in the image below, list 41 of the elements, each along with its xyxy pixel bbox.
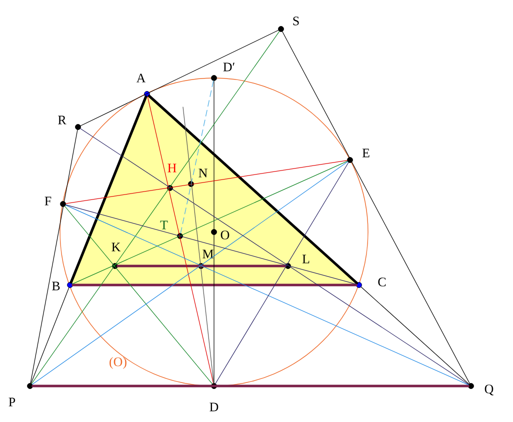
line <box>31 31 280 384</box>
line <box>180 80 214 234</box>
point-label: K <box>112 242 121 252</box>
line <box>80 128 469 385</box>
line <box>32 384 470 388</box>
line <box>72 160 348 284</box>
line <box>70 95 148 284</box>
point-label: P <box>8 398 16 406</box>
line <box>66 160 348 204</box>
line <box>30 287 70 384</box>
point-label: M <box>202 250 214 258</box>
line <box>66 204 356 285</box>
point-label: Q <box>484 384 494 396</box>
circle-label: (O) <box>110 357 126 369</box>
point-label: D <box>210 402 218 412</box>
point-label: C <box>378 278 386 286</box>
point-label: O <box>220 230 230 240</box>
line <box>80 30 279 126</box>
line <box>148 94 358 284</box>
line <box>32 161 348 385</box>
line <box>182 106 214 384</box>
point-label: E <box>362 148 370 158</box>
point-label: S <box>293 16 299 26</box>
line <box>116 264 286 268</box>
point-label: N <box>198 168 208 178</box>
point-label: F <box>44 196 52 206</box>
point-label: D′ <box>223 62 234 72</box>
point-label: T <box>160 220 168 230</box>
line <box>360 286 470 384</box>
line <box>215 162 349 384</box>
point-label: R <box>58 116 66 124</box>
line <box>65 204 469 386</box>
line <box>147 96 214 384</box>
point-label: H <box>168 164 176 172</box>
line <box>30 130 78 384</box>
point-label: A <box>136 74 146 82</box>
line <box>282 31 470 384</box>
point-label: B <box>52 282 60 290</box>
line <box>72 284 358 286</box>
point-label: L <box>302 254 310 264</box>
line <box>64 206 212 384</box>
